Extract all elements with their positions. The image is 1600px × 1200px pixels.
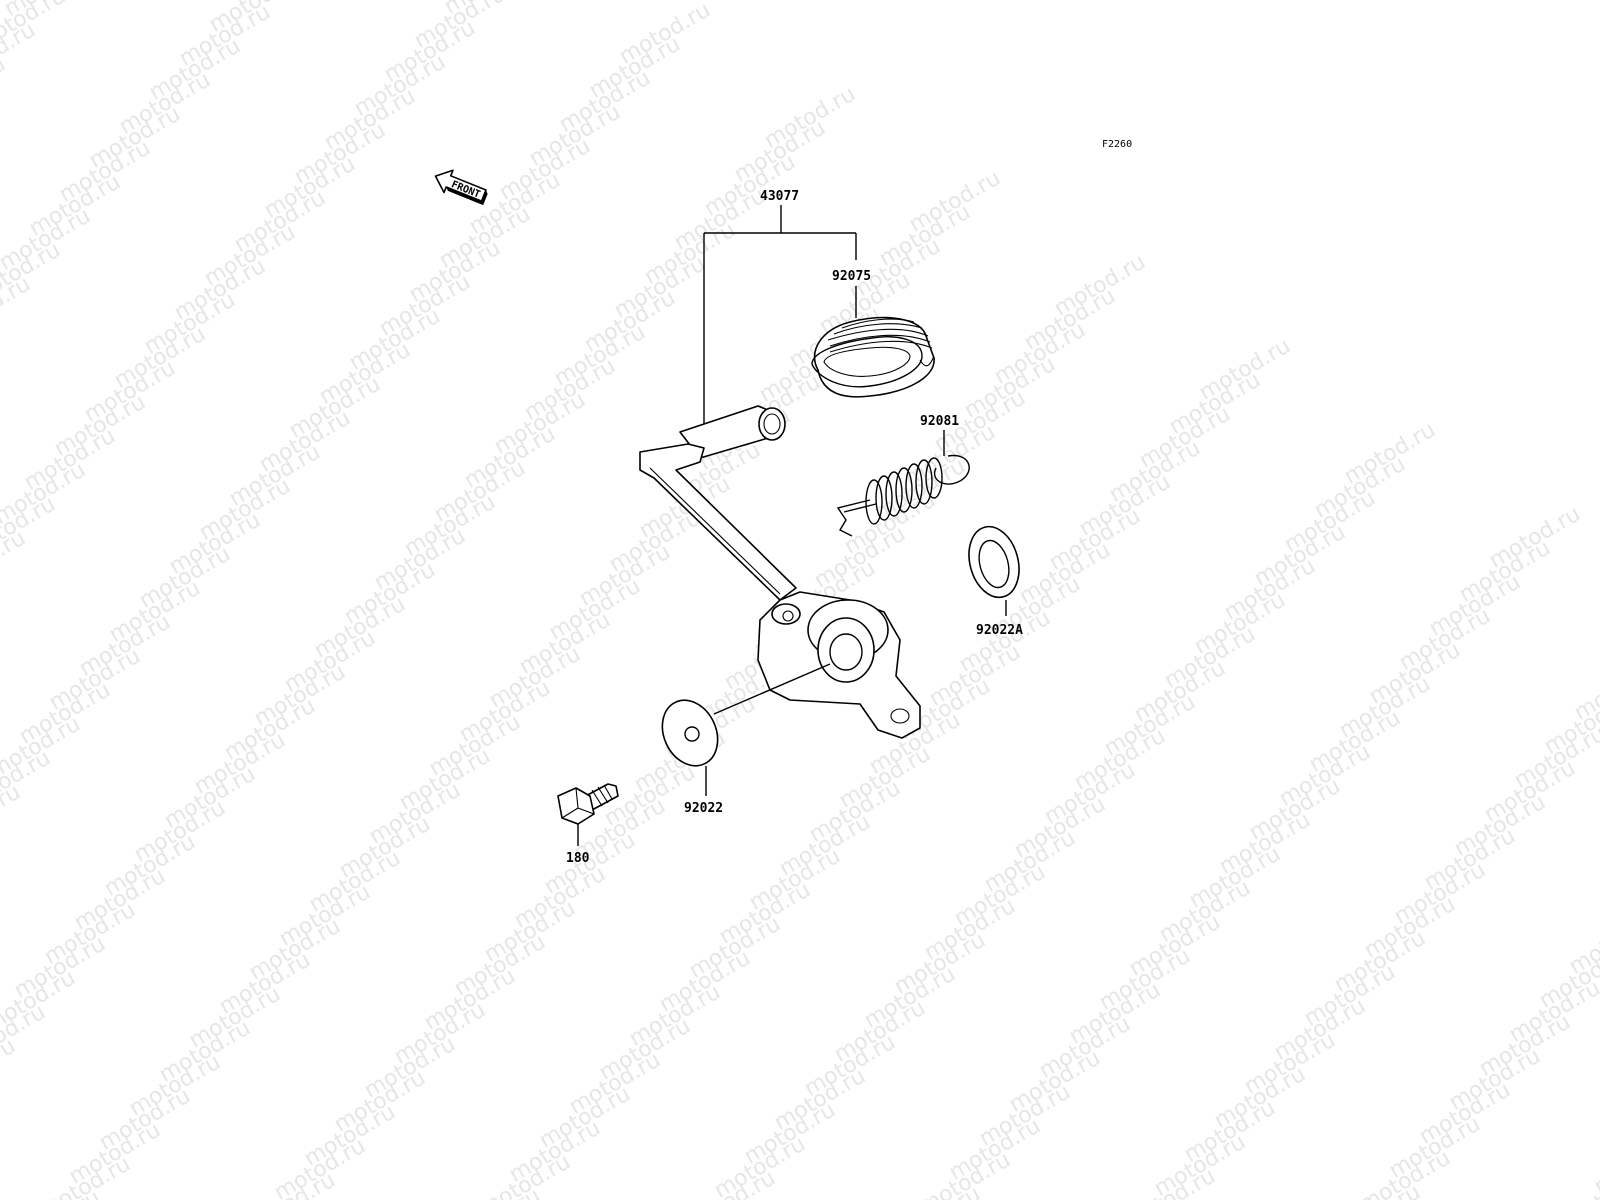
assembly-bracket — [703, 205, 857, 428]
label-92022: 92022 — [684, 801, 723, 816]
brake-pedal — [639, 405, 921, 739]
pivot-bolt — [557, 783, 619, 825]
front-arrow-icon: FRONT — [434, 169, 488, 206]
label-180: 180 — [566, 851, 590, 866]
washer-92022 — [661, 699, 719, 767]
rubber-grip — [811, 316, 935, 398]
diagram-code: F2260 — [1102, 139, 1132, 150]
label-43077: 43077 — [760, 189, 799, 204]
label-92081: 92081 — [920, 414, 959, 429]
label-92075: 92075 — [832, 269, 871, 284]
return-spring — [836, 454, 970, 537]
label-92022a: 92022A — [976, 623, 1023, 638]
washer-92022a — [968, 525, 1020, 599]
